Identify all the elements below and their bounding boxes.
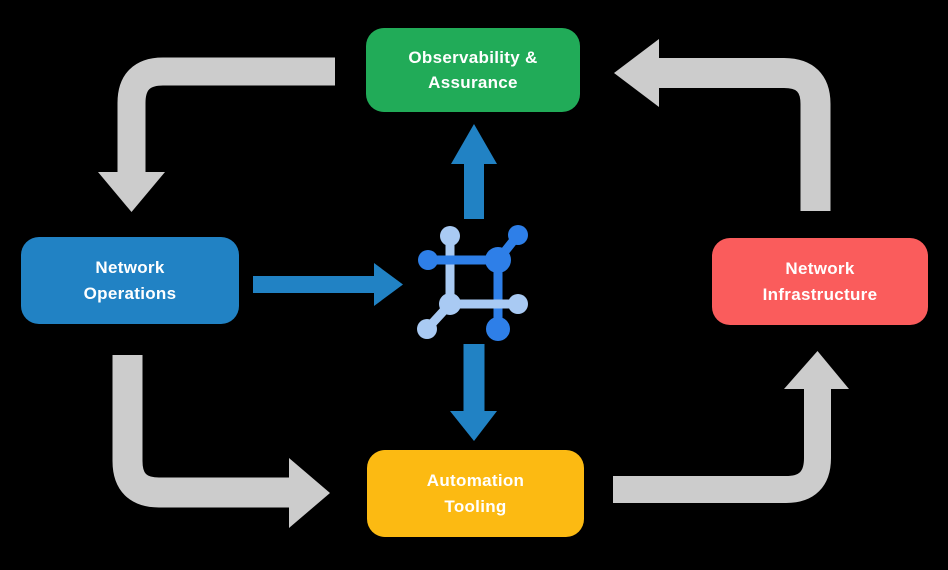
arrow-head-right bbox=[374, 263, 403, 306]
arrow-automation-to-infrastructure bbox=[613, 351, 849, 503]
node-label: Observability & Assurance bbox=[408, 47, 538, 93]
arrow-operations-to-automation bbox=[112, 355, 330, 528]
arrow-icon-to-observability bbox=[451, 124, 497, 219]
arrow-head-up bbox=[451, 124, 497, 164]
icon-node bbox=[440, 226, 460, 246]
node-label: Network Infrastructure bbox=[762, 259, 878, 304]
node-label: Automation Tooling bbox=[426, 471, 525, 516]
icon-node bbox=[417, 319, 437, 339]
node-network-operations: Network Operations bbox=[21, 237, 239, 324]
arrow-head-down bbox=[450, 411, 497, 441]
arrow-observability-to-operations bbox=[98, 57, 335, 212]
node-label: Network Operations bbox=[83, 258, 177, 303]
arrow-head-up bbox=[784, 351, 849, 389]
icon-node bbox=[508, 225, 528, 245]
arrow-operations-to-icon bbox=[253, 263, 403, 306]
node-automation-tooling: Automation Tooling bbox=[367, 450, 584, 537]
icon-node bbox=[486, 317, 510, 341]
arrow-head-left bbox=[614, 39, 659, 107]
node-observability-assurance: Observability & Assurance bbox=[366, 28, 580, 112]
arrow-shaft bbox=[659, 58, 831, 211]
arrow-head-right bbox=[289, 458, 330, 528]
node-network-infrastructure: Network Infrastructure bbox=[712, 238, 928, 325]
arrow-infrastructure-to-observability bbox=[614, 39, 831, 211]
icon-dark-nodes bbox=[418, 225, 528, 341]
icon-light-nodes bbox=[417, 226, 528, 339]
arrow-shaft bbox=[112, 355, 289, 508]
network-automation-icon bbox=[417, 225, 528, 341]
icon-node bbox=[485, 247, 511, 273]
arrow-head-down bbox=[98, 172, 165, 212]
icon-node bbox=[508, 294, 528, 314]
arrow-shaft bbox=[117, 57, 335, 173]
arrow-icon-to-automation bbox=[450, 344, 497, 441]
icon-node bbox=[418, 250, 438, 270]
arrow-shaft bbox=[613, 389, 831, 503]
icon-node bbox=[439, 293, 461, 315]
